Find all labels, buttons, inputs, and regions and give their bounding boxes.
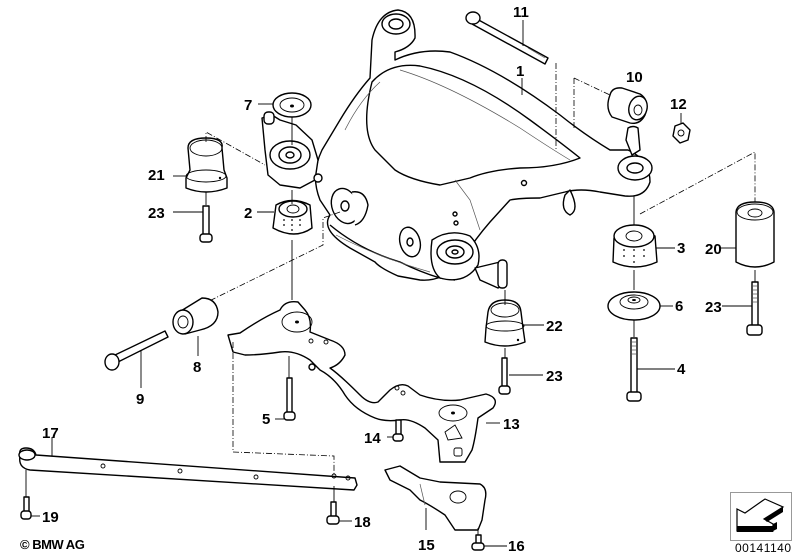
callout-12[interactable]: 12 xyxy=(670,96,687,113)
callout-23-middle[interactable]: 23 xyxy=(546,368,563,385)
bolt-part-19[interactable] xyxy=(20,496,32,520)
bolt-part-16[interactable] xyxy=(471,534,485,551)
callout-10[interactable]: 10 xyxy=(626,69,643,86)
mount-part-3[interactable] xyxy=(612,224,658,268)
diagram-number: 00141140 xyxy=(735,541,792,555)
callout-9[interactable]: 9 xyxy=(136,391,144,408)
bolt-part-18[interactable] xyxy=(326,501,340,525)
buffer-part-22[interactable] xyxy=(484,299,526,347)
callout-19[interactable]: 19 xyxy=(42,509,59,526)
callout-22[interactable]: 22 xyxy=(546,318,563,335)
callout-15[interactable]: 15 xyxy=(418,537,435,554)
washer-part-6[interactable] xyxy=(607,291,661,321)
callout-11[interactable]: 11 xyxy=(513,4,529,21)
buffer-part-21[interactable] xyxy=(185,137,228,193)
buffer-part-20[interactable] xyxy=(735,201,775,268)
callout-5[interactable]: 5 xyxy=(262,411,270,428)
bolt-part-4[interactable] xyxy=(626,337,642,402)
callout-7[interactable]: 7 xyxy=(244,97,252,114)
bolt-part-11[interactable] xyxy=(465,11,549,65)
callout-14[interactable]: 14 xyxy=(364,430,381,447)
bolt-part-14[interactable] xyxy=(392,419,404,442)
tension-strut-part-17[interactable] xyxy=(18,447,358,491)
callout-23-right[interactable]: 23 xyxy=(705,299,722,316)
bushing-part-8[interactable] xyxy=(172,297,219,335)
callout-21[interactable]: 21 xyxy=(148,167,165,184)
callout-17[interactable]: 17 xyxy=(42,425,59,442)
bolt-part-23-left[interactable] xyxy=(199,205,213,243)
copyright-text: © BMW AG xyxy=(20,537,85,552)
axle-carrier-part-1[interactable] xyxy=(261,9,653,289)
bolt-part-23-right[interactable] xyxy=(746,281,763,336)
mount-part-2[interactable] xyxy=(272,199,313,235)
callout-13[interactable]: 13 xyxy=(503,416,520,433)
callout-16[interactable]: 16 xyxy=(508,538,525,555)
bolt-part-23-middle[interactable] xyxy=(498,357,511,395)
callout-2[interactable]: 2 xyxy=(244,205,252,222)
bushing-part-10[interactable] xyxy=(607,87,650,125)
bolt-part-5[interactable] xyxy=(283,377,296,421)
vehicle-direction-arrow-icon xyxy=(730,492,792,541)
callout-4[interactable]: 4 xyxy=(677,361,686,378)
nut-part-12[interactable] xyxy=(672,122,691,144)
callout-8[interactable]: 8 xyxy=(193,359,201,376)
callout-20[interactable]: 20 xyxy=(705,241,722,258)
callout-6[interactable]: 6 xyxy=(675,298,683,315)
bracket-part-15[interactable] xyxy=(384,465,487,531)
callout-1[interactable]: 1 xyxy=(516,63,524,80)
bolt-part-9[interactable] xyxy=(104,330,169,371)
reinforcement-part-13[interactable] xyxy=(227,300,496,463)
callout-3[interactable]: 3 xyxy=(677,240,685,257)
callout-18[interactable]: 18 xyxy=(354,514,371,531)
callout-labels: 1 2 3 4 5 6 7 8 9 10 11 12 13 14 15 16 1… xyxy=(42,4,722,555)
washer-part-7[interactable] xyxy=(272,92,312,118)
callout-23-left[interactable]: 23 xyxy=(148,205,165,222)
